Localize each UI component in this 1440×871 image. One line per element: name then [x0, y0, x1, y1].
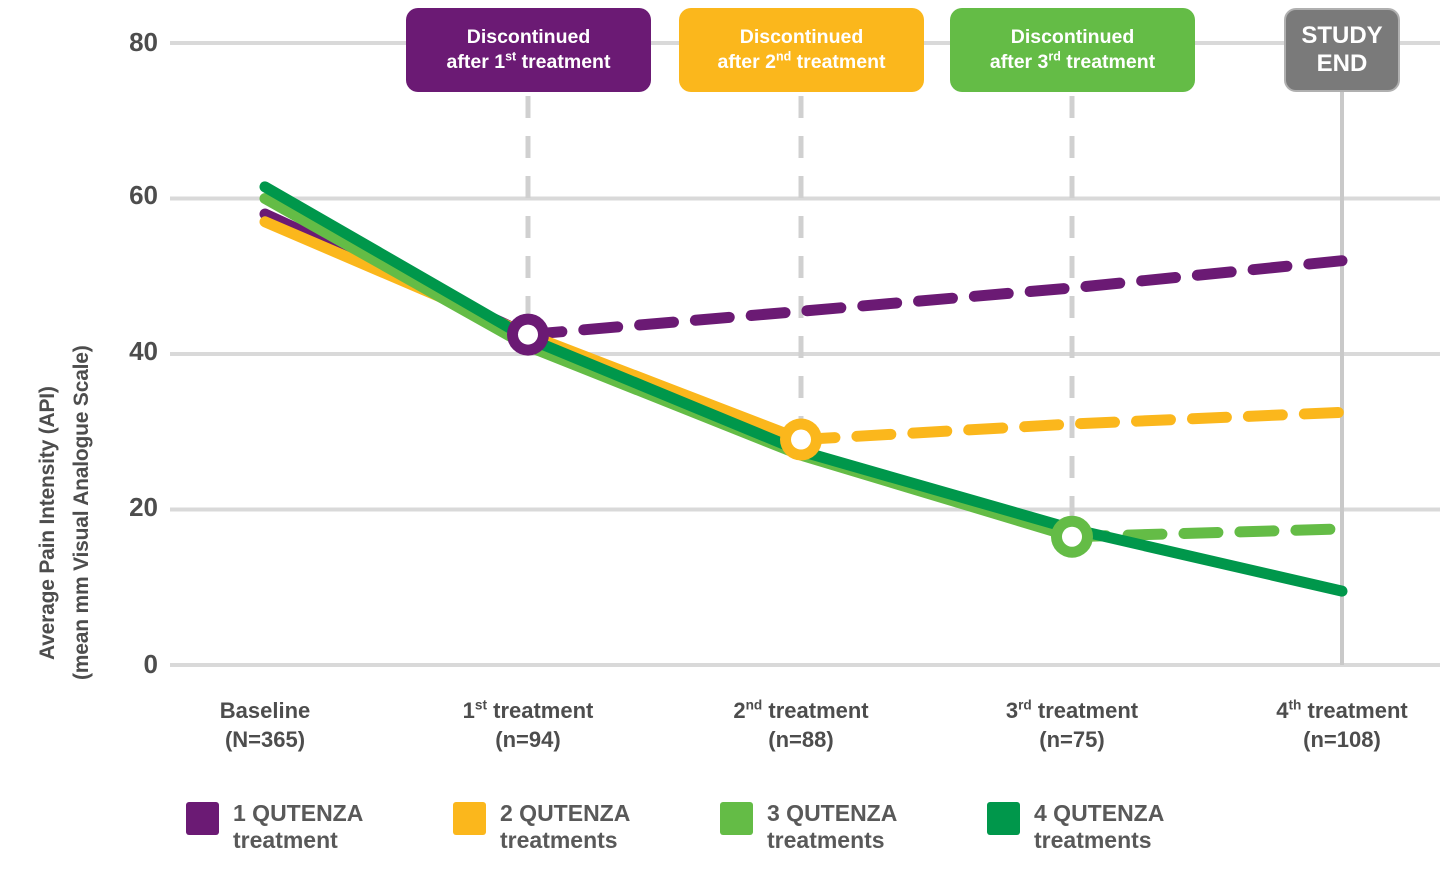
y-tick-label-80: 80: [129, 27, 158, 57]
x-label-count: (N=365): [224, 726, 306, 752]
x-label-count: (n=94): [495, 726, 561, 752]
legend-item-3-qutenza: 3 QUTENZA treatments: [720, 800, 987, 854]
study-end-line2: END: [1316, 50, 1368, 77]
x-axis-label-3rd-treatment: 3rd treatment (n=75): [942, 697, 1202, 754]
x-axis-label-2nd-treatment: 2nd treatment (n=88): [671, 697, 931, 754]
banner-line1: Discontinued: [466, 26, 591, 49]
banner-discontinued-after-1st: Discontinued after 1st treatment: [406, 8, 651, 92]
legend-swatch: [987, 802, 1020, 835]
y-tick-label-0: 0: [143, 649, 158, 679]
y-tick-label-60: 60: [129, 180, 158, 210]
y-axis-title: Average Pain Intensity (API) (mean mm Vi…: [0, 0, 110, 700]
study-end-line1: STUDY: [1301, 22, 1383, 50]
x-label-main: 3rd treatment: [1005, 697, 1139, 723]
dashed-vertical-lines: [525, 96, 1075, 527]
legend-swatch: [186, 802, 219, 835]
banner-line2: after 1st treatment: [446, 49, 611, 73]
banner-line1: Discontinued: [739, 26, 864, 49]
legend-label: 4 QUTENZA treatments: [1034, 800, 1165, 854]
chart-legend: 1 QUTENZA treatment 2 QUTENZA treatments…: [0, 800, 1440, 871]
y-axis-title-line2: (mean mm Visual Analogue Scale): [70, 345, 93, 680]
x-label-main: 4th treatment: [1276, 697, 1408, 723]
x-axis-label-baseline: Baseline (N=365): [135, 697, 395, 754]
y-tick-label-20: 20: [129, 492, 158, 522]
x-label-main: 1st treatment: [462, 697, 594, 723]
legend-swatch: [453, 802, 486, 835]
legend-item-2-qutenza: 2 QUTENZA treatments: [453, 800, 720, 854]
study-end-box: STUDY END: [1284, 8, 1400, 92]
legend-label: 2 QUTENZA treatments: [500, 800, 631, 854]
banner-line1: Discontinued: [1010, 26, 1135, 49]
legend-label: 1 QUTENZA treatment: [233, 800, 364, 854]
banner-line2: after 2nd treatment: [717, 49, 886, 73]
x-label-main: Baseline: [219, 698, 311, 723]
banner-discontinued-after-2nd: Discontinued after 2nd treatment: [679, 8, 924, 92]
legend-swatch: [720, 802, 753, 835]
banner-discontinued-after-3rd: Discontinued after 3rd treatment: [950, 8, 1195, 92]
legend-label: 3 QUTENZA treatments: [767, 800, 898, 854]
x-axis-label-4th-treatment: 4th treatment (n=108): [1212, 697, 1440, 754]
legend-item-4-qutenza: 4 QUTENZA treatments: [987, 800, 1254, 854]
x-label-main: 2nd treatment: [733, 697, 869, 723]
data-point-markers: [507, 313, 1093, 558]
y-axis-title-line1: Average Pain Intensity (API): [36, 386, 59, 660]
banner-line2: after 3rd treatment: [989, 49, 1156, 73]
x-axis-label-1st-treatment: 1st treatment (n=94): [398, 697, 658, 754]
x-label-count: (n=75): [1039, 726, 1105, 752]
line-chart-plot: [170, 41, 1440, 667]
x-label-count: (n=108): [1303, 726, 1381, 752]
x-label-count: (n=88): [768, 726, 834, 752]
legend-item-1-qutenza: 1 QUTENZA treatment: [186, 800, 453, 854]
y-tick-label-40: 40: [129, 336, 158, 366]
